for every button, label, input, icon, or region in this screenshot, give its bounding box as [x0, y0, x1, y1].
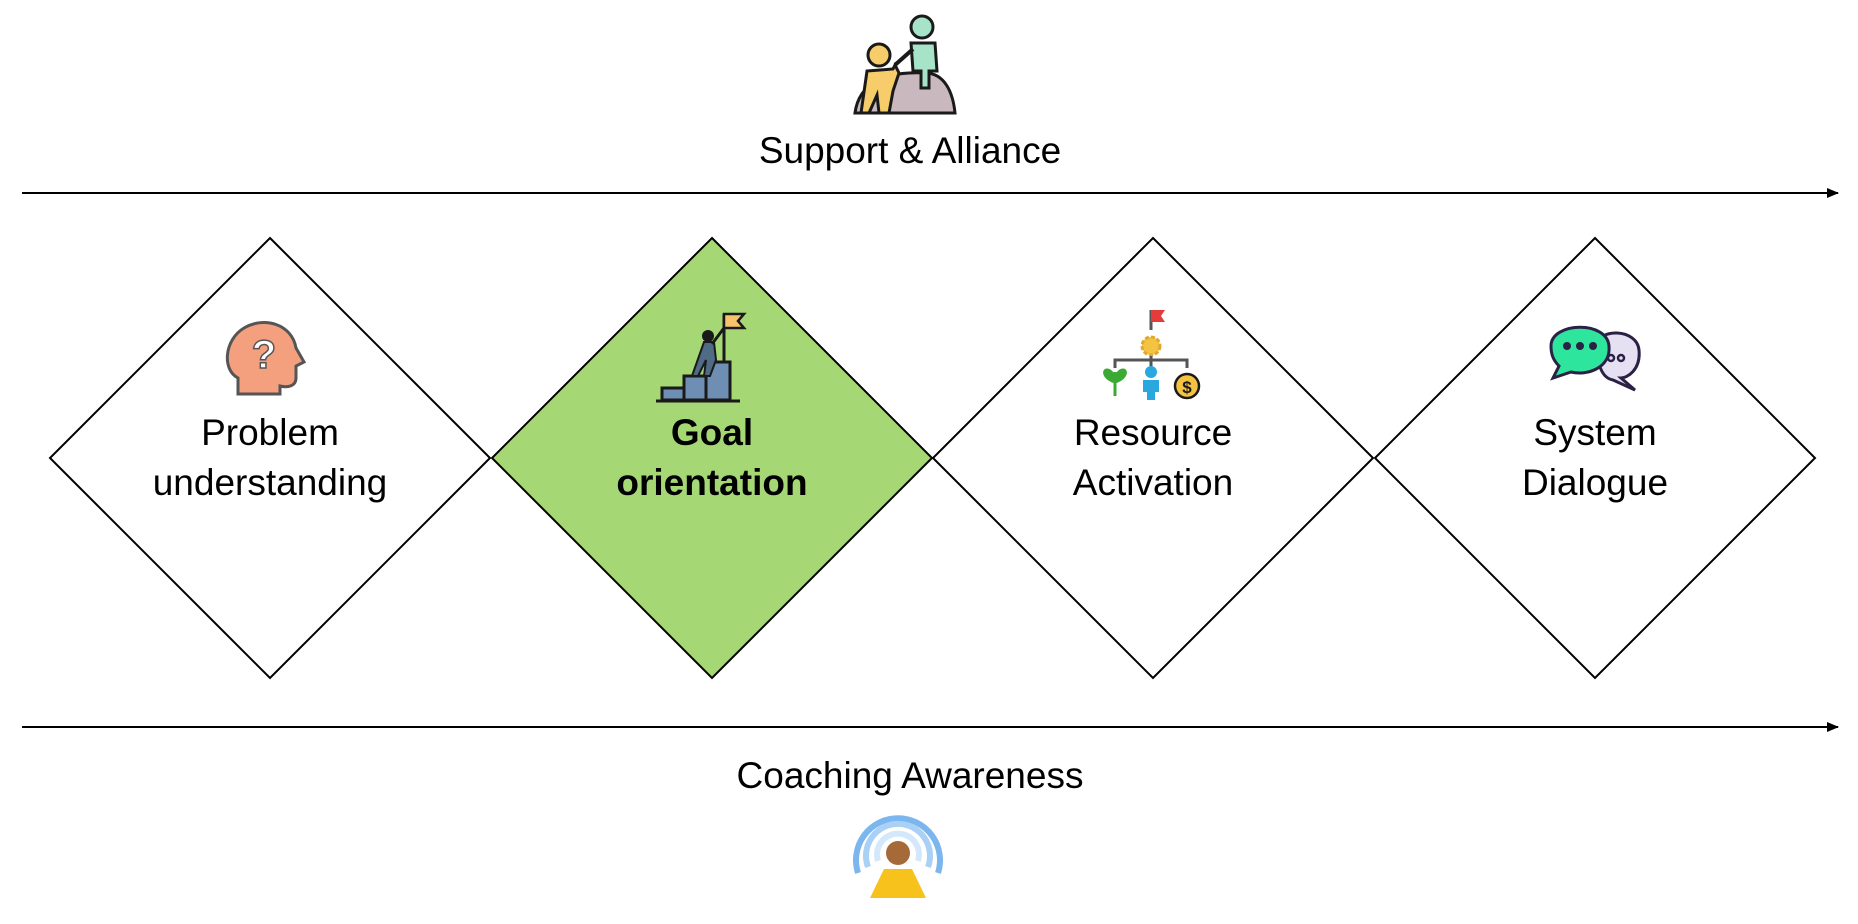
chat-bubbles-icon: [1549, 325, 1641, 392]
stage-label-line: Problem: [201, 412, 339, 453]
stage-label-line: Resource: [1074, 412, 1232, 453]
stage-diamond: [931, 236, 1375, 680]
resource-tree-icon: $: [1103, 310, 1201, 400]
stage-label-line: System: [1533, 412, 1656, 453]
stage-label-line: understanding: [153, 462, 388, 503]
awareness-icon: [853, 815, 943, 898]
svg-text:?: ?: [252, 333, 276, 377]
stage-label-line: Activation: [1073, 462, 1233, 503]
stage-diamond: [490, 236, 934, 680]
svg-text:$: $: [1182, 378, 1192, 397]
support-helping-icon: [853, 14, 957, 115]
head-question-icon: ?: [225, 321, 307, 396]
stage-2: Goal orientation: [490, 236, 934, 680]
stage-diamond: [1373, 236, 1817, 680]
stage-label-line: orientation: [616, 462, 807, 503]
stage-1: ? Problem understanding: [48, 236, 492, 680]
stage-diamond: [48, 236, 492, 680]
bottom-heading: Coaching Awareness: [737, 755, 1084, 796]
stage-label-line: Dialogue: [1522, 462, 1668, 503]
top-heading: Support & Alliance: [759, 130, 1061, 171]
stage-label-line: Goal: [671, 412, 753, 453]
summit-flag-icon: [656, 312, 747, 403]
